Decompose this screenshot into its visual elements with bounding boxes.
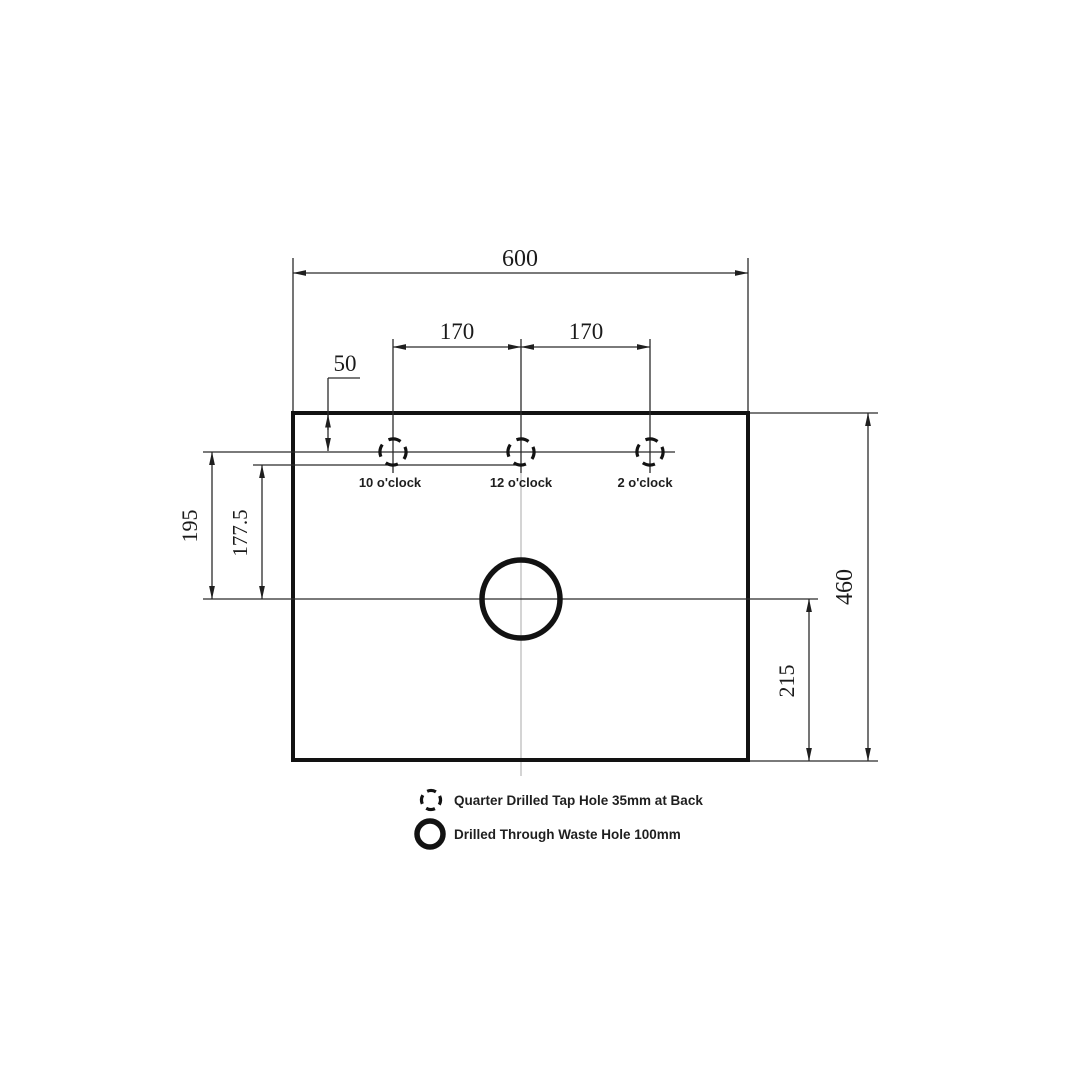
dim-waste-to-front-value: 215 <box>774 665 799 698</box>
dim-tap-setback-value: 50 <box>334 351 357 376</box>
tap-hole-label-2-oclock: 2 o'clock <box>617 475 673 490</box>
tap-holes: 10 o'clock 12 o'clock 2 o'clock <box>359 437 673 490</box>
reference-lines <box>203 412 878 762</box>
waste-hole-icon <box>479 557 563 641</box>
dashed-circle-icon <box>419 788 443 812</box>
dim-waste-to-front: 215 <box>774 598 812 762</box>
dim-tap-edge-to-waste: 177.5 <box>228 464 265 600</box>
dim-tap-to-waste-value: 195 <box>177 510 202 543</box>
legend: Quarter Drilled Tap Hole 35mm at Back Dr… <box>414 788 703 850</box>
dim-overall-depth-value: 460 <box>832 569 858 605</box>
tap-hole-label-12-oclock: 12 o'clock <box>490 475 553 490</box>
dim-tap-setback: 50 <box>325 351 360 452</box>
tap-hole-12-oclock-icon <box>506 437 536 467</box>
dim-tap-edge-to-waste-value: 177.5 <box>228 509 252 556</box>
dim-tap-spacing: 170 170 <box>392 319 651 473</box>
dim-tap-spacing-right-value: 170 <box>569 319 604 344</box>
dim-tap-spacing-left-value: 170 <box>440 319 475 344</box>
tap-hole-10-oclock-icon <box>378 437 408 467</box>
dim-overall-width: 600 <box>292 246 749 411</box>
dim-tap-to-waste: 195 <box>177 451 215 600</box>
dim-overall-depth: 460 <box>832 412 871 762</box>
legend-tap-hole-label: Quarter Drilled Tap Hole 35mm at Back <box>454 793 703 808</box>
solid-circle-icon <box>414 818 446 850</box>
legend-waste-hole-label: Drilled Through Waste Hole 100mm <box>454 827 681 842</box>
dim-overall-width-value: 600 <box>502 246 538 272</box>
tap-hole-label-10-oclock: 10 o'clock <box>359 475 422 490</box>
tap-hole-2-oclock-icon <box>635 437 665 467</box>
